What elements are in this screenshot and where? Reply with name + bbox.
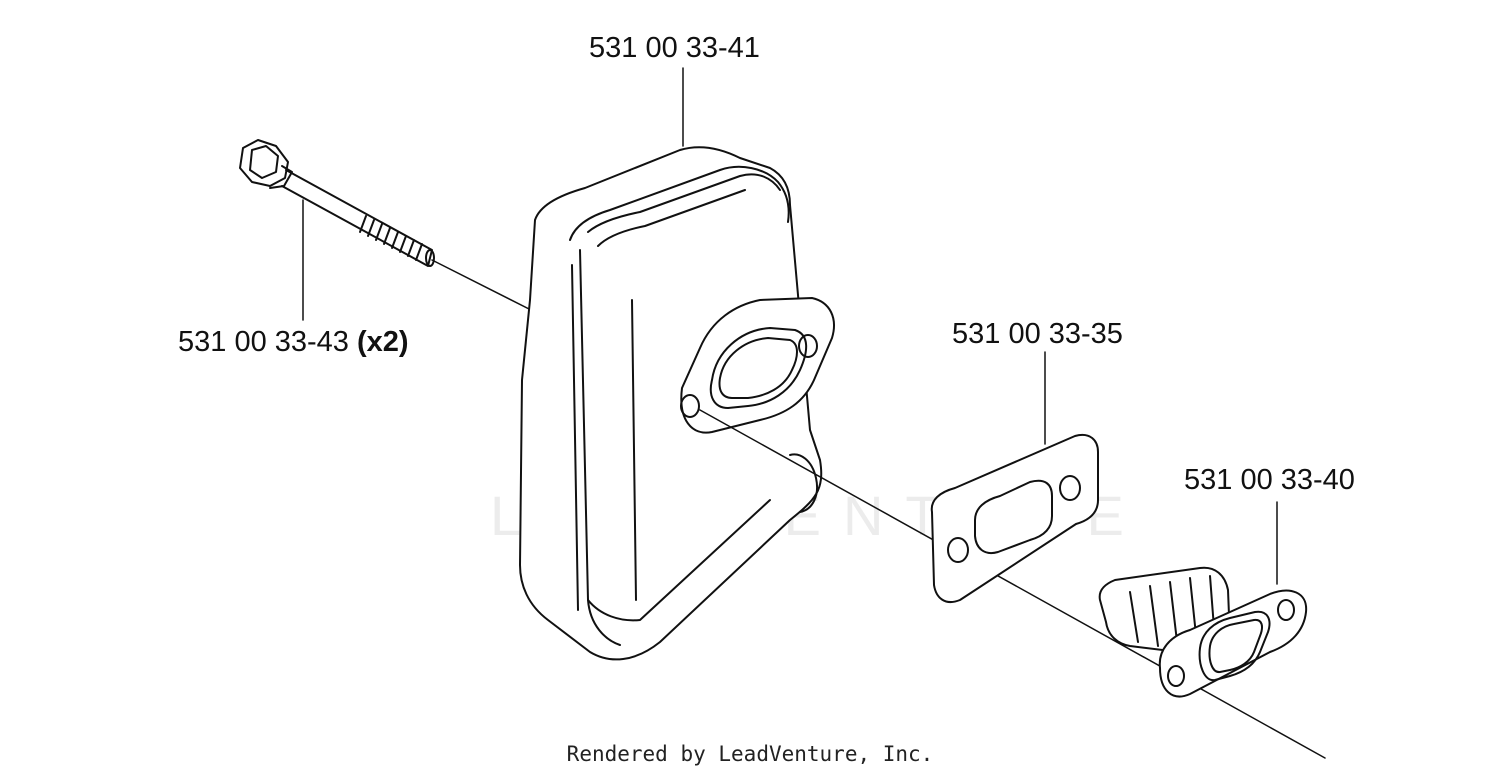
spark-screen-part — [1098, 566, 1308, 698]
gasket-part — [930, 434, 1099, 604]
bolt-axis-line — [431, 259, 536, 313]
part-quantity-bolt: (x2) — [357, 326, 409, 358]
part-number-gasket: 531 00 33-35 — [952, 318, 1123, 350]
muffler-part — [519, 146, 835, 661]
part-number-bolt: 531 00 33-43 — [178, 326, 349, 358]
bolt-part — [239, 139, 435, 267]
part-label-bolt: 531 00 33-43 (x2) — [178, 328, 409, 357]
footer-credit: Rendered by LeadVenture, Inc. — [566, 742, 934, 766]
part-label-spark-screen: 531 00 33-40 — [1184, 466, 1355, 495]
exhaust-axis-line — [699, 409, 1326, 759]
part-label-muffler: 531 00 33-41 — [589, 34, 760, 63]
part-label-gasket: 531 00 33-35 — [952, 320, 1123, 349]
part-number-muffler: 531 00 33-41 — [589, 32, 760, 64]
part-number-spark-screen: 531 00 33-40 — [1184, 464, 1355, 496]
